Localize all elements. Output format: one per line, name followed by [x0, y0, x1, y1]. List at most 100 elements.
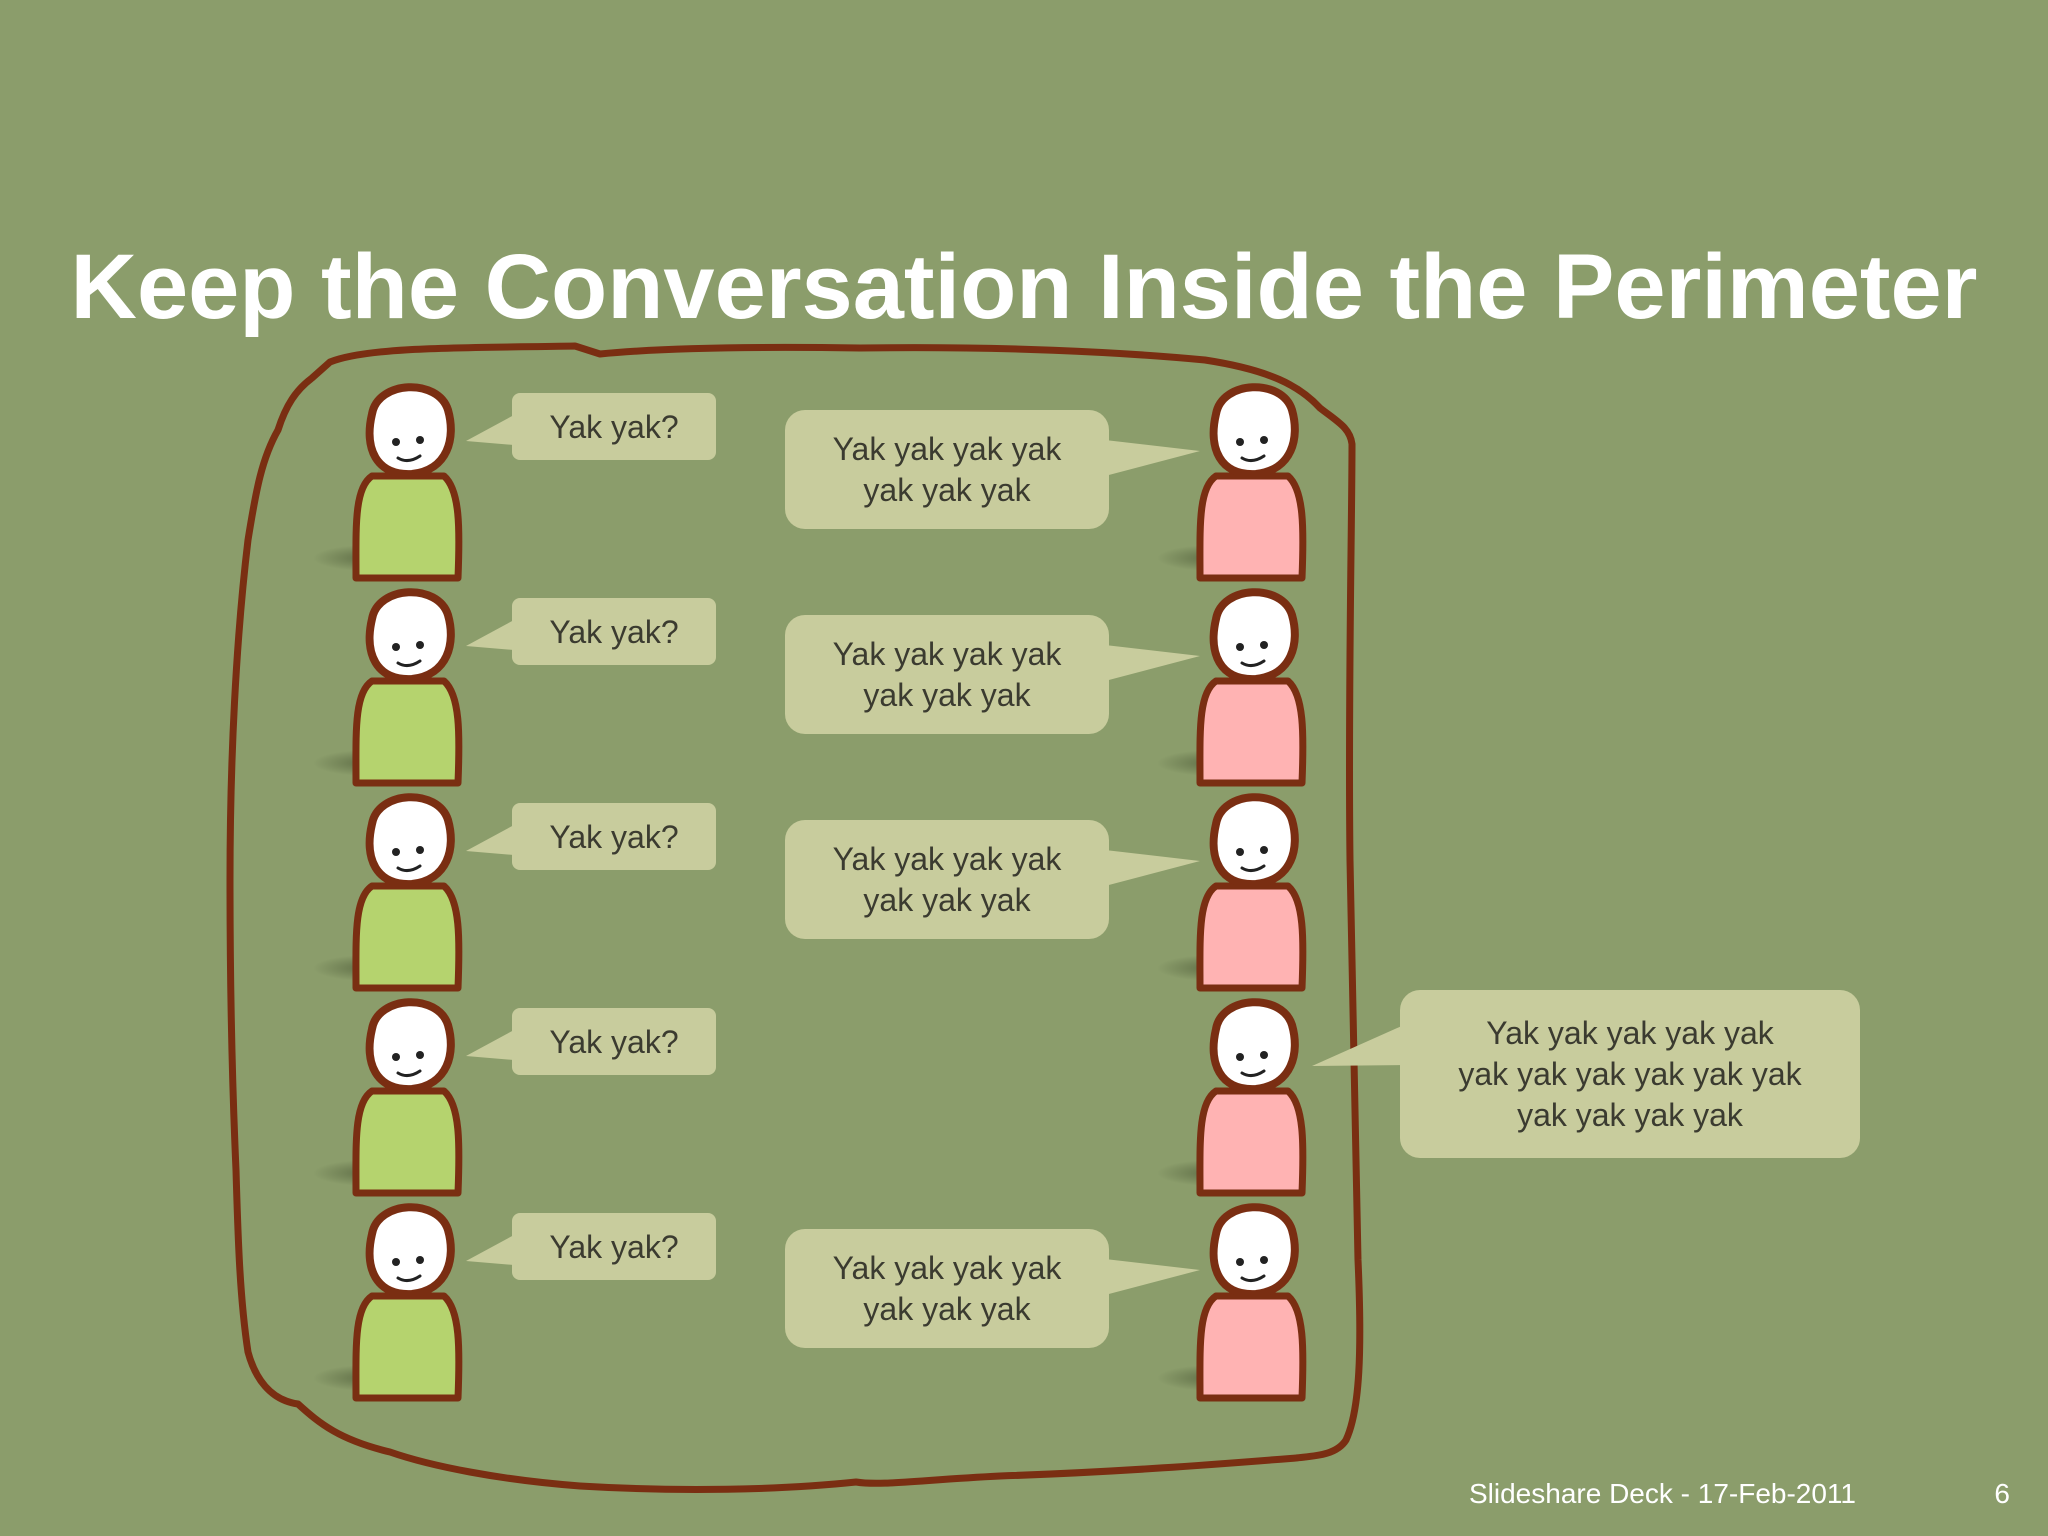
- speech-bubble-box: [512, 393, 716, 460]
- speech-bubble-tail: [466, 415, 514, 445]
- speech-bubble-line: yak yak yak yak: [1517, 1097, 1744, 1133]
- right-person-2: [1157, 588, 1307, 787]
- speech-bubble-right-4: Yak yak yak yak yak yak yak yak yak yak y…: [1312, 990, 1860, 1158]
- person-eye: [1260, 436, 1268, 444]
- person-body: [352, 882, 463, 992]
- speech-bubble-left-4: Yak yak?: [466, 1008, 716, 1075]
- right-person-4: [1157, 998, 1307, 1197]
- person-body: [1196, 1087, 1307, 1197]
- speech-bubble-line: Yak yak yak yak: [833, 1250, 1063, 1286]
- person-eye: [1260, 1256, 1268, 1264]
- speech-bubble-line: yak yak yak: [863, 472, 1031, 508]
- slide-title: Keep the Conversation Inside the Perimet…: [70, 236, 1978, 338]
- person-eye: [416, 1256, 424, 1264]
- left-person-1: [313, 383, 463, 582]
- person-eye: [1260, 846, 1268, 854]
- speech-bubble-right-2: Yak yak yak yak yak yak yak: [785, 615, 1200, 734]
- speech-bubble-box: [785, 820, 1109, 939]
- speech-bubble-left-5: Yak yak?: [466, 1213, 716, 1280]
- left-person-2: [313, 588, 463, 787]
- speech-bubble-line: Yak yak yak yak: [833, 636, 1063, 672]
- person-body: [1196, 677, 1307, 787]
- person-body: [352, 472, 463, 582]
- person-eye: [1236, 1258, 1244, 1266]
- person-body: [352, 1087, 463, 1197]
- person-eye: [392, 643, 400, 651]
- speech-bubble-box: [785, 410, 1109, 529]
- person-eye: [1236, 848, 1244, 856]
- speech-bubble-right-5: Yak yak yak yak yak yak yak: [785, 1229, 1200, 1348]
- speech-bubble-line: yak yak yak: [863, 677, 1031, 713]
- speech-bubble-box: [785, 1229, 1109, 1348]
- person-mouth: [1240, 454, 1266, 463]
- right-person-1: [1157, 383, 1307, 582]
- speech-bubble-tail: [1105, 645, 1200, 681]
- person-mouth: [396, 864, 422, 873]
- left-person-3: [313, 793, 463, 992]
- person-mouth: [1240, 659, 1266, 668]
- speech-bubble-tail: [466, 825, 514, 855]
- footer-deck-date: Slideshare Deck - 17-Feb-2011: [1468, 1478, 1856, 1509]
- speech-bubble-right-1: Yak yak yak yak yak yak yak: [785, 410, 1200, 529]
- person-eye: [416, 436, 424, 444]
- person-mouth: [396, 1069, 422, 1078]
- speech-bubble-line: Yak yak yak yak: [833, 431, 1063, 467]
- person-head: [365, 793, 455, 889]
- person-mouth: [396, 659, 422, 668]
- left-person-4: [313, 998, 463, 1197]
- person-eye: [1236, 1053, 1244, 1061]
- person-eye: [416, 846, 424, 854]
- speech-bubble-line: Yak yak yak yak yak: [1486, 1015, 1775, 1051]
- speech-bubble-text: Yak yak?: [549, 614, 678, 650]
- person-eye: [416, 1051, 424, 1059]
- speech-bubble-text: Yak yak?: [549, 409, 678, 445]
- speech-bubble-box: [512, 598, 716, 665]
- person-eye: [392, 1258, 400, 1266]
- person-head: [365, 383, 455, 479]
- speech-bubble-box: [512, 1008, 716, 1075]
- person-eye: [392, 1053, 400, 1061]
- speech-bubble-box: [512, 1213, 716, 1280]
- speech-bubble-tail: [466, 1030, 514, 1060]
- speech-bubble-text: Yak yak?: [549, 1024, 678, 1060]
- person-mouth: [396, 1274, 422, 1283]
- speech-bubble-line: yak yak yak: [863, 1291, 1031, 1327]
- speech-bubble-tail: [466, 620, 514, 650]
- speech-bubble-box: [1400, 990, 1860, 1158]
- speech-bubble-tail: [1105, 440, 1200, 476]
- person-head: [1209, 1203, 1299, 1299]
- speech-bubble-tail: [466, 1235, 514, 1265]
- speech-bubble-left-3: Yak yak?: [466, 803, 716, 870]
- speech-bubble-text: Yak yak?: [549, 1229, 678, 1265]
- left-person-5: [313, 1203, 463, 1402]
- person-head: [365, 1203, 455, 1299]
- person-body: [1196, 882, 1307, 992]
- person-body: [352, 1292, 463, 1402]
- speech-bubble-left-1: Yak yak?: [466, 393, 716, 460]
- person-eye: [1260, 1051, 1268, 1059]
- perimeter-outline: [226, 342, 1364, 1493]
- person-head: [1209, 383, 1299, 479]
- right-person-3: [1157, 793, 1307, 992]
- person-eye: [1236, 438, 1244, 446]
- speech-bubble-line: Yak yak yak yak: [833, 841, 1063, 877]
- person-body: [352, 677, 463, 787]
- speech-bubble-tail: [1312, 1025, 1404, 1066]
- person-mouth: [1240, 864, 1266, 873]
- person-body: [1196, 1292, 1307, 1402]
- speech-bubble-tail: [1105, 1259, 1200, 1295]
- speech-bubble-left-2: Yak yak?: [466, 598, 716, 665]
- speech-bubble-line: yak yak yak yak yak yak: [1458, 1056, 1802, 1092]
- speech-bubble-box: [512, 803, 716, 870]
- person-head: [1209, 793, 1299, 889]
- person-eye: [1236, 643, 1244, 651]
- person-eye: [392, 848, 400, 856]
- slide-number: 6: [1994, 1478, 2010, 1509]
- speech-bubble-box: [785, 615, 1109, 734]
- person-head: [365, 998, 455, 1094]
- person-head: [1209, 998, 1299, 1094]
- person-eye: [416, 641, 424, 649]
- speech-bubble-tail: [1105, 850, 1200, 886]
